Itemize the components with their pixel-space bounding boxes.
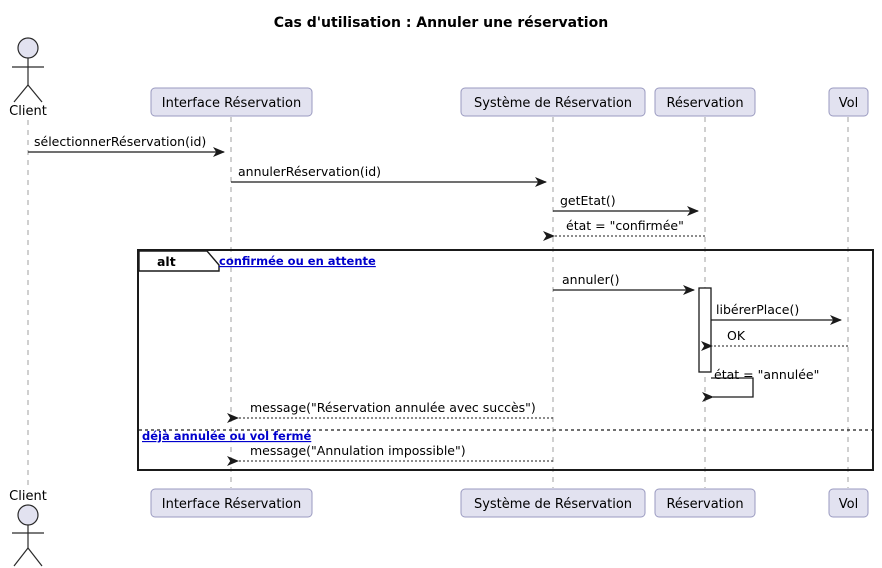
actor-leg-right-icon [27, 547, 43, 567]
message-label: OK [727, 328, 746, 343]
participant-label-interface-bottom: Interface Réservation [162, 497, 301, 512]
participant-label-interface-top: Interface Réservation [162, 96, 301, 111]
message-label: annulerRéservation(id) [238, 164, 381, 179]
actor-client-bottom[interactable]: Client [9, 489, 47, 567]
participant-box-interface-bottom[interactable] [150, 488, 313, 518]
participant-label-systeme-bottom: Système de Réservation [474, 497, 632, 512]
participant-label-vol-top: Vol [839, 96, 858, 111]
alt-branch-1-guard: confirmée ou en attente [219, 254, 376, 268]
message-label: état = "annulée" [714, 367, 819, 382]
message-label: message("Réservation annulée avec succès… [250, 400, 536, 415]
actor-label-client-top: Client [9, 104, 47, 119]
alt-fragment-border [137, 249, 874, 471]
message-label: libérerPlace() [716, 302, 799, 317]
message-etat-confirmee: état = "confirmée" [543, 218, 705, 241]
participant-box-reservation-bottom[interactable] [654, 488, 756, 518]
actor-client-top[interactable]: Client [9, 37, 47, 119]
participant-box-systeme-bottom[interactable] [460, 488, 646, 518]
alt-fragment-operator-label: alt [157, 254, 176, 269]
participant-label-vol-bottom: Vol [839, 497, 858, 512]
message-label: message("Annulation impossible") [250, 443, 466, 458]
message-etat-annulee-self: état = "annulée" [702, 367, 819, 402]
participant-label-reservation-top: Réservation [666, 96, 743, 111]
message-get-etat: getEtat() [553, 193, 699, 216]
participant-vol-bottom[interactable]: Vol [828, 488, 869, 518]
message-ok: OK [701, 328, 848, 351]
lifelines-group [27, 117, 849, 488]
participant-reservation-bottom[interactable]: Réservation [654, 488, 756, 518]
participant-box-reservation-top[interactable] [654, 87, 756, 117]
actor-head-icon [17, 504, 39, 526]
message-annulation-impossible: message("Annulation impossible") [227, 443, 553, 466]
message-selectionner-reservation: sélectionnerRéservation(id) [28, 134, 225, 157]
actor-label-client-bottom: Client [9, 489, 47, 504]
participant-interface-bottom[interactable]: Interface Réservation [150, 488, 313, 518]
alt-branch-2-guard: déjà annulée ou vol fermé [142, 429, 311, 443]
participant-systeme-bottom[interactable]: Système de Réservation [460, 488, 646, 518]
alt-fragment-tab [138, 250, 220, 272]
message-label: annuler() [562, 272, 619, 287]
message-reservation-annulee-succes: message("Réservation annulée avec succès… [227, 400, 553, 423]
participant-box-vol-top[interactable] [828, 87, 869, 117]
participant-reservation-top[interactable]: Réservation [654, 87, 756, 117]
page-title: Cas d'utilisation : Annuler une réservat… [274, 15, 608, 31]
message-annuler: annuler() [553, 272, 695, 295]
actor-head-icon [17, 37, 39, 59]
actor-leg-right-icon [27, 84, 43, 103]
participant-label-systeme-top: Système de Réservation [474, 96, 632, 111]
participant-box-interface-top[interactable] [150, 87, 313, 117]
message-label: état = "confirmée" [566, 218, 684, 233]
actor-leg-left-icon [13, 547, 29, 567]
actor-leg-left-icon [13, 84, 29, 103]
participant-interface-top[interactable]: Interface Réservation [150, 87, 313, 117]
participant-label-reservation-bottom: Réservation [666, 497, 743, 512]
participant-box-vol-bottom[interactable] [828, 488, 869, 518]
message-label: getEtat() [560, 193, 616, 208]
alt-fragment: alt confirmée ou en attente déjà annulée… [137, 249, 874, 471]
participant-vol-top[interactable]: Vol [828, 87, 869, 117]
message-annuler-reservation: annulerRéservation(id) [231, 164, 547, 187]
message-label: sélectionnerRéservation(id) [34, 134, 206, 149]
participant-box-systeme-top[interactable] [460, 87, 646, 117]
participant-systeme-top[interactable]: Système de Réservation [460, 87, 646, 117]
activation-bar-reservation [698, 287, 712, 373]
message-liberer-place: libérerPlace() [711, 302, 842, 325]
message-self-arrow [702, 377, 754, 402]
